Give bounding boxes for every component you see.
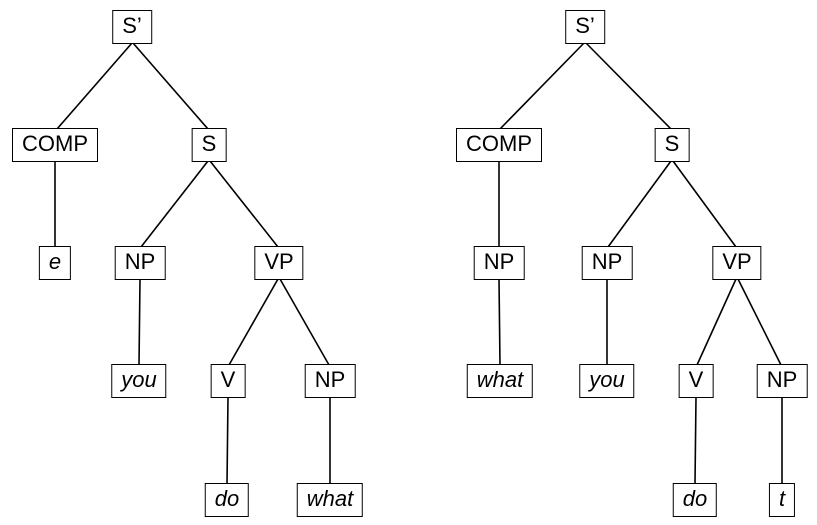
node-you: you xyxy=(579,364,635,398)
edge-v-do xyxy=(226,396,229,485)
node-do: do xyxy=(204,483,250,517)
node-s-prime: S’ xyxy=(112,10,152,44)
edge-s-vp xyxy=(672,160,737,248)
node-v: V xyxy=(678,364,714,398)
node-you: you xyxy=(111,364,167,398)
edge-sprime-s xyxy=(132,42,209,130)
node-np-object: NP xyxy=(304,364,356,398)
node-vp: VP xyxy=(712,246,762,280)
edge-v-do xyxy=(694,396,697,485)
edge-np-what xyxy=(498,278,501,366)
node-s: S xyxy=(191,128,227,162)
edge-sprime-s xyxy=(585,42,672,130)
node-np-subject: NP xyxy=(581,246,633,280)
edge-sprime-comp xyxy=(499,42,585,130)
edge-vp-np xyxy=(737,278,782,366)
edge-s-np xyxy=(140,160,209,248)
node-comp: COMP xyxy=(456,128,542,162)
edge-vp-v xyxy=(696,278,737,366)
node-what: what xyxy=(296,483,364,517)
edge-s-np xyxy=(607,160,672,248)
edge-vp-v xyxy=(228,278,279,366)
edge-vp-np xyxy=(279,278,330,366)
node-s-prime: S’ xyxy=(565,10,605,44)
edge-s-vp xyxy=(209,160,279,248)
node-comp: COMP xyxy=(12,128,98,162)
node-np-subject: NP xyxy=(114,246,166,280)
node-np-object: NP xyxy=(756,364,808,398)
node-what: what xyxy=(466,364,534,398)
node-t: t xyxy=(768,483,796,517)
node-np-comp: NP xyxy=(473,246,525,280)
node-vp: VP xyxy=(254,246,304,280)
edge-np-you xyxy=(138,278,141,366)
node-s: S xyxy=(654,128,690,162)
node-do: do xyxy=(672,483,718,517)
node-v: V xyxy=(210,364,246,398)
edge-sprime-comp xyxy=(56,42,133,130)
node-e: e xyxy=(38,246,72,280)
